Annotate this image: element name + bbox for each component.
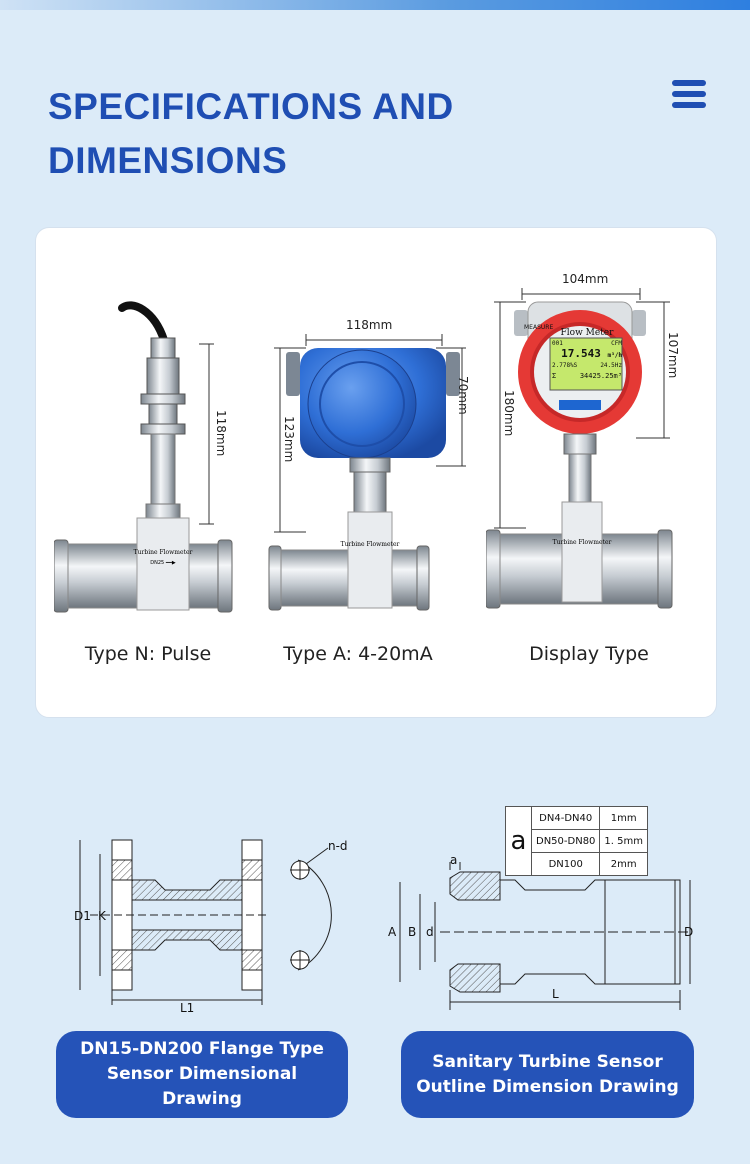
type-a-height-dim: 123mm (282, 416, 296, 463)
sanitary-drawing-button[interactable]: Sanitary Turbine Sensor Outline Dimensio… (401, 1031, 694, 1118)
sanitary-spec-table: a DN4-DN40 1mm DN50-DN80 1. 5mm DN100 2m… (505, 806, 648, 876)
flange-drawing-button[interactable]: DN15-DN200 Flange Type Sensor Dimensiona… (56, 1031, 348, 1118)
type-n-height-dim: 118mm (214, 410, 228, 457)
lcd-brand: MEASURE (524, 324, 554, 331)
flange-k-label: K (98, 909, 107, 923)
type-n-flowmeter-illustration: Turbine Flowmeter DN25 ━━▶ (53, 301, 233, 613)
spec-row-size: DN100 (530, 852, 601, 876)
type-a-width-dim: 118mm (346, 318, 393, 332)
flange-l1-label: L1 (180, 1001, 194, 1015)
svg-text:DN25 ━━▶: DN25 ━━▶ (150, 560, 176, 566)
display-height-dim: 180mm (502, 390, 516, 437)
sanitary-D-label: D (684, 925, 693, 939)
product-card: Turbine Flowmeter DN25 ━━▶ 118mm Type N:… (35, 227, 717, 718)
display-type-flowmeter-illustration: Turbine Flowmeter (485, 288, 673, 609)
spec-table-a-label: a (505, 806, 532, 876)
hamburger-menu-icon[interactable] (672, 80, 706, 114)
sanitary-B-label: B (408, 925, 416, 939)
flange-drawing-button-label: DN15-DN200 Flange Type Sensor Dimensiona… (80, 1039, 324, 1109)
display-type-caption: Display Type (529, 643, 649, 665)
page-title: SPECIFICATIONS AND DIMENSIONS (48, 86, 454, 181)
type-a-caption: Type A: 4-20mA (283, 643, 433, 665)
sanitary-d-label: d (426, 925, 434, 939)
spec-row-size: DN50-DN80 (530, 829, 601, 853)
spec-row-value: 1mm (599, 806, 648, 830)
type-a-flowmeter-illustration: Turbine Flowmeter (268, 334, 466, 611)
type-n-pulse-product: Turbine Flowmeter DN25 ━━▶ 118mm (53, 300, 234, 620)
display-body-label: Turbine Flowmeter (553, 539, 612, 546)
display-width-dim: 104mm (562, 272, 609, 286)
sanitary-drawing-button-label: Sanitary Turbine Sensor Outline Dimensio… (416, 1051, 679, 1097)
flange-dimension-drawing: n-d D1 K L1 (74, 839, 348, 1015)
spec-row-value: 2mm (599, 852, 648, 876)
flange-nd-label: n-d (328, 839, 348, 853)
lcd-title: Flow Meter (560, 328, 614, 338)
type-a-product: Turbine Flowmeter 118mm 123mm (266, 318, 466, 626)
type-a-body-label: Turbine Flowmeter (341, 541, 400, 548)
flange-d1-label: D1 (74, 909, 91, 923)
type-a-head-dim: 70mm (456, 376, 470, 415)
top-accent-strip (0, 0, 750, 10)
display-head-dim: 107mm (666, 332, 680, 379)
spec-row-size: DN4-DN40 (530, 806, 601, 830)
type-n-body-label: Turbine Flowmeter (134, 549, 193, 556)
spec-row-value: 1. 5mm (599, 829, 648, 853)
sanitary-L-label: L (552, 987, 559, 1001)
sanitary-A-label: A (388, 925, 397, 939)
sanitary-dimension-drawing: a A B d D L (388, 853, 693, 1010)
sanitary-a-small-label: a (450, 853, 457, 867)
type-n-caption: Type N: Pulse (84, 643, 212, 665)
